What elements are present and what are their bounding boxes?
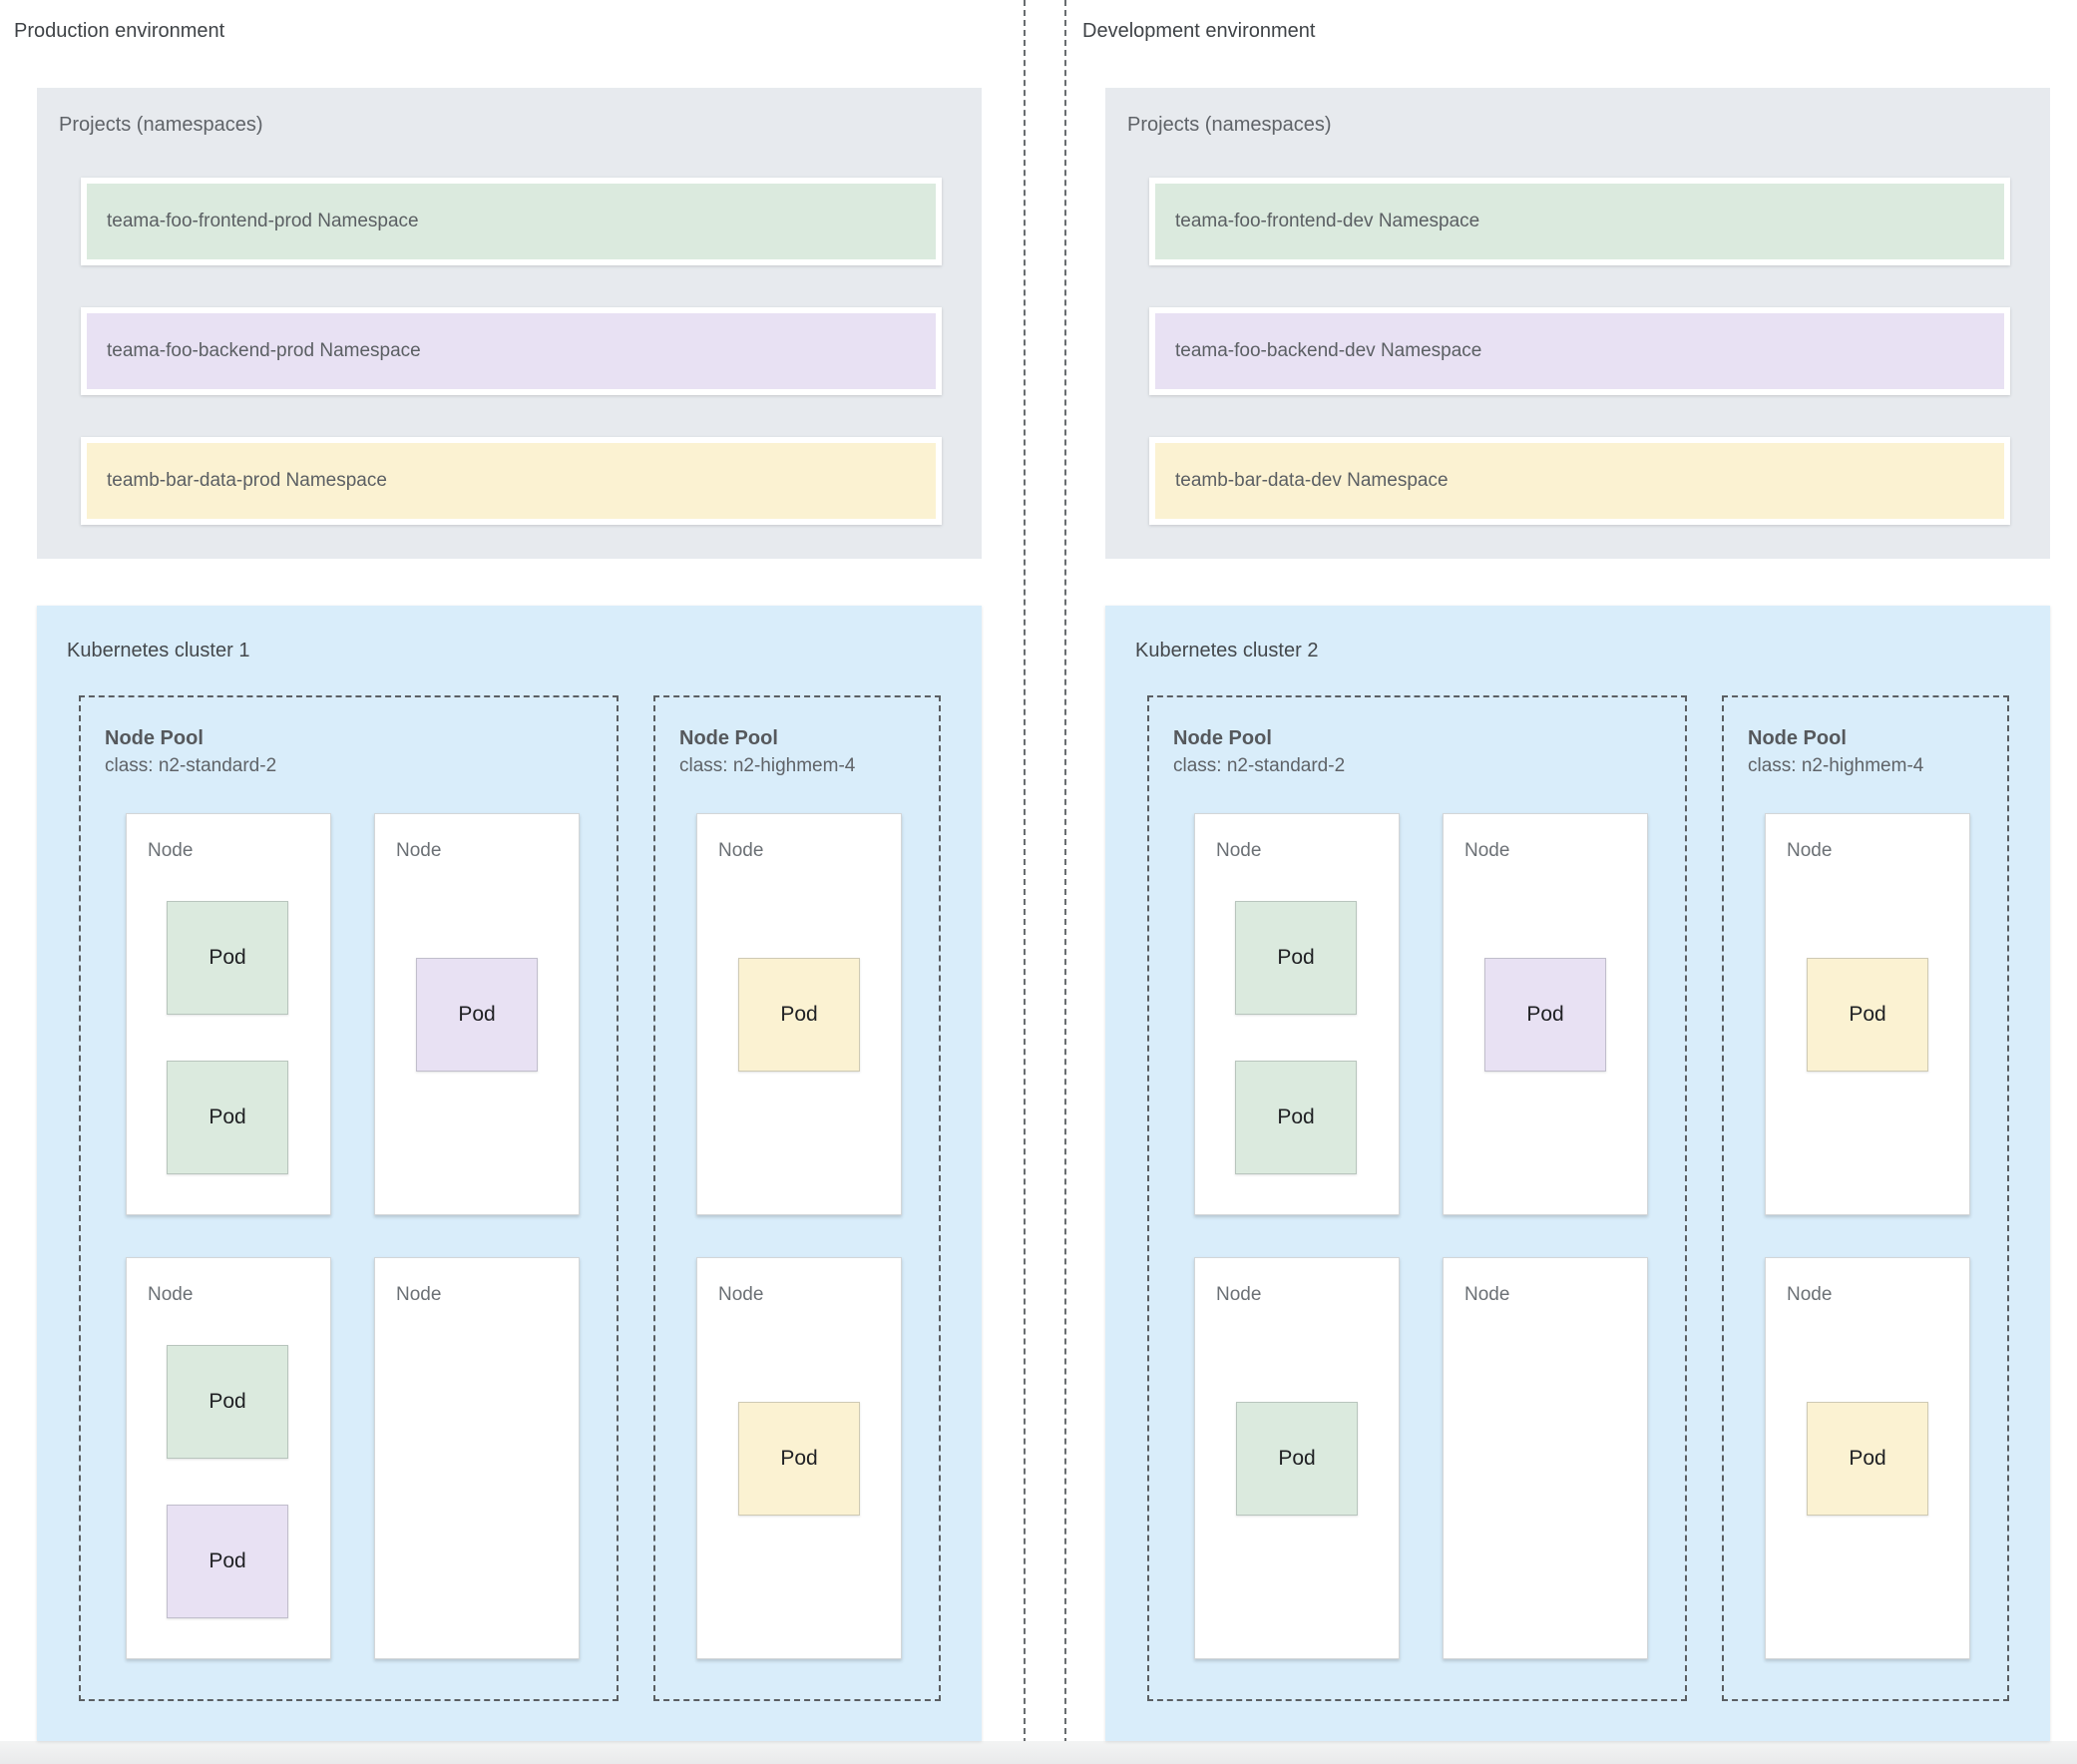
node-label: Node	[148, 840, 194, 861]
pod-label: Pod	[208, 1549, 246, 1572]
pod-label: Pod	[458, 1003, 496, 1026]
pod-label: Pod	[1278, 1447, 1316, 1470]
pod-label: Pod	[1849, 1447, 1886, 1470]
node-pool-title: Node Pool	[1748, 727, 1847, 749]
pod-label: Pod	[1849, 1003, 1886, 1026]
node-label: Node	[718, 840, 764, 861]
namespace-label: teamb-bar-data-prod Namespace	[107, 470, 387, 491]
namespace-bar: teama-foo-backend-dev Namespace	[1149, 307, 2010, 395]
namespace-label: teama-foo-frontend-prod Namespace	[107, 211, 419, 231]
namespace-fill: teama-foo-frontend-dev Namespace	[1155, 184, 2004, 259]
cluster-box: Kubernetes cluster 1 Node Pool class: n2-s…	[37, 606, 982, 1741]
node-label: Node	[396, 840, 442, 861]
node-pool-title: Node Pool	[1173, 727, 1272, 749]
pod-label: Pod	[780, 1447, 818, 1470]
node-label: Node	[1787, 1284, 1833, 1305]
node-label: Node	[718, 1284, 764, 1305]
pod-label: Pod	[1277, 1105, 1315, 1128]
node: Node	[1443, 1257, 1648, 1659]
cluster-box: Kubernetes cluster 2 Node Pool class: n2-s…	[1105, 606, 2050, 1741]
projects-box: Projects (namespaces) teama-foo-frontend-…	[37, 88, 982, 559]
node-label: Node	[1464, 840, 1510, 861]
projects-title: Projects (namespaces)	[59, 114, 263, 136]
environment-separator-line	[1024, 0, 1026, 1764]
namespace-fill: teama-foo-frontend-prod Namespace	[87, 184, 936, 259]
pod: Pod	[1807, 1402, 1928, 1516]
projects-title: Projects (namespaces)	[1127, 114, 1332, 136]
node-label: Node	[1464, 1284, 1510, 1305]
namespace-bar: teama-foo-backend-prod Namespace	[81, 307, 942, 395]
node-pool-class-label: class: n2-highmem-4	[1748, 755, 1924, 776]
pod-label: Pod	[780, 1003, 818, 1026]
environment-separator-line	[1064, 0, 1066, 1764]
pod: Pod	[416, 958, 538, 1072]
namespace-fill: teamb-bar-data-prod Namespace	[87, 443, 936, 519]
pod-label: Pod	[208, 946, 246, 969]
pod-label: Pod	[1526, 1003, 1564, 1026]
cluster-title: Kubernetes cluster 2	[1135, 640, 1319, 662]
node-label: Node	[1787, 840, 1833, 861]
pod-label: Pod	[208, 1105, 246, 1128]
pod: Pod	[1235, 1061, 1357, 1174]
pod: Pod	[167, 1505, 288, 1618]
pod-label: Pod	[208, 1390, 246, 1413]
namespace-fill: teama-foo-backend-dev Namespace	[1155, 313, 2004, 389]
node: Node	[374, 1257, 580, 1659]
pod: Pod	[167, 1061, 288, 1174]
node-pool-class-label: class: n2-standard-2	[105, 755, 277, 776]
pod: Pod	[1236, 1402, 1358, 1516]
namespace-fill: teama-foo-backend-prod Namespace	[87, 313, 936, 389]
pod: Pod	[1807, 958, 1928, 1072]
cluster-title: Kubernetes cluster 1	[67, 640, 250, 662]
node-pool-class-label: class: n2-highmem-4	[679, 755, 856, 776]
namespace-fill: teamb-bar-data-dev Namespace	[1155, 443, 2004, 519]
namespace-label: teama-foo-backend-prod Namespace	[107, 340, 421, 361]
pod: Pod	[167, 901, 288, 1015]
node-label: Node	[1216, 1284, 1262, 1305]
pod: Pod	[738, 958, 860, 1072]
node-pool-class-label: class: n2-standard-2	[1173, 755, 1346, 776]
pod: Pod	[738, 1402, 860, 1516]
node-label: Node	[396, 1284, 442, 1305]
node-label: Node	[148, 1284, 194, 1305]
bottom-shadow-strip	[0, 1741, 2077, 1764]
namespace-bar: teamb-bar-data-prod Namespace	[81, 437, 942, 525]
node-label: Node	[1216, 840, 1262, 861]
namespace-label: teama-foo-frontend-dev Namespace	[1175, 211, 1480, 231]
namespace-label: teama-foo-backend-dev Namespace	[1175, 340, 1482, 361]
namespace-label: teamb-bar-data-dev Namespace	[1175, 470, 1449, 491]
pod: Pod	[167, 1345, 288, 1459]
namespace-bar: teama-foo-frontend-dev Namespace	[1149, 178, 2010, 265]
namespace-bar: teamb-bar-data-dev Namespace	[1149, 437, 2010, 525]
pod: Pod	[1235, 901, 1357, 1015]
environment-title: Development environment	[1082, 20, 1316, 42]
namespace-bar: teama-foo-frontend-prod Namespace	[81, 178, 942, 265]
node-pool-title: Node Pool	[679, 727, 778, 749]
environment-title: Production environment	[14, 20, 225, 42]
projects-box: Projects (namespaces) teama-foo-frontend-…	[1105, 88, 2050, 559]
pod-label: Pod	[1277, 946, 1315, 969]
pod: Pod	[1484, 958, 1606, 1072]
node-pool-title: Node Pool	[105, 727, 204, 749]
